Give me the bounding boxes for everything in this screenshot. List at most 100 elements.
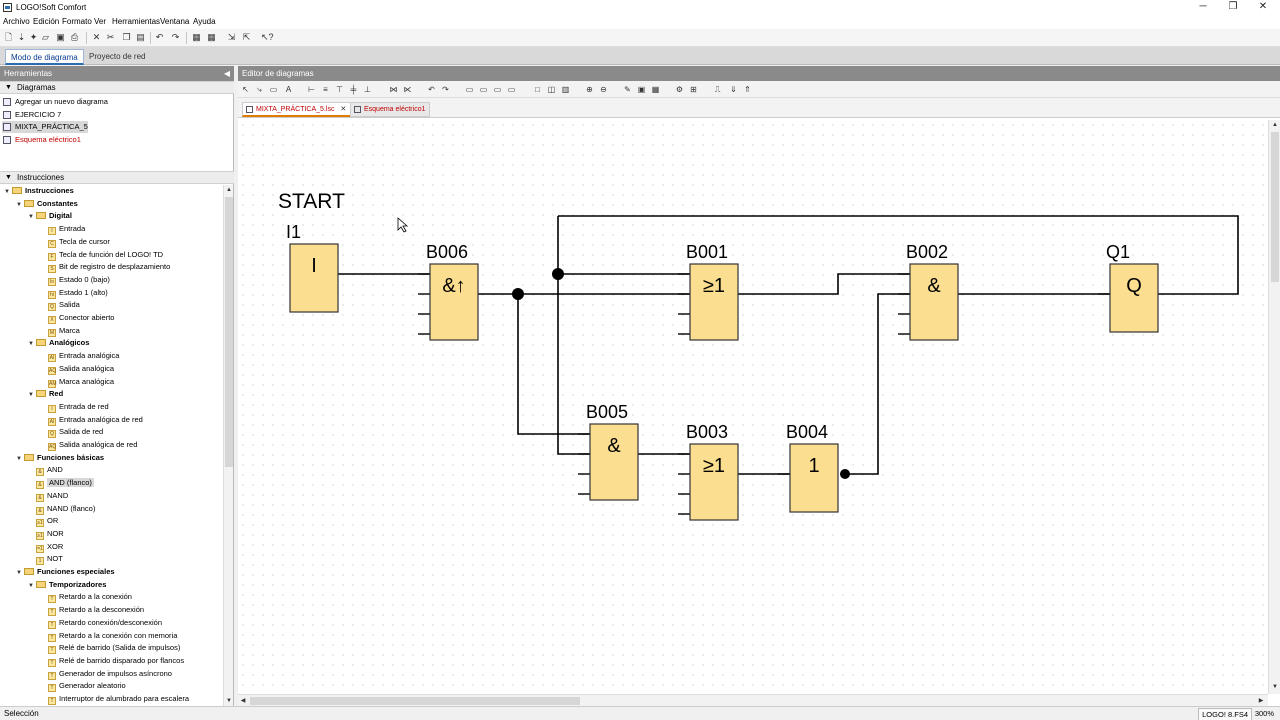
scroll-down-icon[interactable]: ▼ [1272,684,1278,690]
scroll-left-icon[interactable]: ◀ [240,698,246,704]
scroll-up-icon[interactable]: ▲ [226,187,232,193]
simulate-icon[interactable]: ⚙ [675,85,684,94]
tree-item[interactable]: &AND (flanco) [28,477,94,490]
tree-item[interactable]: &NAND (flanco) [28,503,95,516]
expand-toggle-icon[interactable]: ▼ [28,392,34,399]
transfer-from-logo-icon[interactable]: ⇱ [242,32,251,42]
undo-icon[interactable]: ↶ [428,85,435,94]
paste-icon[interactable]: ▤ [136,32,145,42]
new-file-icon[interactable]: 🗋 [4,32,13,42]
text-tool-icon[interactable]: A [285,85,292,94]
copy-icon[interactable]: ❐ [122,32,131,42]
align-bottom-icon[interactable]: ⊥ [364,85,371,94]
udf-icon[interactable]: ▭ [507,85,516,94]
menu-ver[interactable]: Ver [94,17,107,26]
scrollbar-thumb[interactable] [250,697,580,705]
tree-folder[interactable]: ▼Temporizadores [28,579,106,592]
tree-folder[interactable]: ▼Digital [28,210,72,223]
menu-herramientas[interactable]: Herramientas [112,17,161,26]
align-middle-icon[interactable]: ╪ [350,85,357,94]
fit-page-icon[interactable]: ▣ [637,85,646,94]
align-left-icon[interactable]: ⊢ [308,85,315,94]
menu-ayuda[interactable]: Ayuda [193,17,216,26]
columns-view-icon[interactable]: ▥ [561,85,570,94]
expand-toggle-icon[interactable]: ▼ [4,189,10,195]
open-folder-icon[interactable]: ▱ [42,32,49,42]
tree-folder[interactable]: ▼Constantes [16,198,78,211]
diagrams-section-header[interactable]: ▼ Diagramas [0,81,234,94]
scroll-up-icon[interactable]: ▲ [1272,122,1278,128]
co-constants-icon[interactable]: ▭ [465,85,474,94]
menu-formato[interactable]: Formato [62,17,92,26]
redo-icon[interactable]: ↷ [442,85,449,94]
redo-icon[interactable]: ↷ [171,32,180,42]
zoom-in-icon[interactable]: ⊕ [586,85,593,94]
undo-icon[interactable]: ↶ [155,32,164,42]
maximize-button[interactable]: ❐ [1228,1,1238,12]
expand-toggle-icon[interactable]: ▼ [16,570,22,576]
instructions-section-header[interactable]: ▼ Instrucciones [0,171,234,184]
tree-folder[interactable]: ▼Analógicos [28,337,89,350]
new-diagram-icon[interactable]: ✦ [29,32,38,42]
join-connection-icon[interactable]: ⋉ [403,85,412,94]
tab-network-project[interactable]: Proyecto de red [89,52,146,61]
constants-tool-icon[interactable]: ▭ [269,85,278,94]
sf-functions-icon[interactable]: ▭ [493,85,502,94]
tab-diagram-mode[interactable]: Modo de diagrama [5,49,84,65]
minimize-button[interactable]: ─ [1199,1,1207,12]
tree-folder[interactable]: ▼Instrucciones [4,185,74,198]
cut-icon[interactable]: ✂ [106,32,115,42]
tab-mixta-practica[interactable]: MIXTA_PRÁCTICA_5.lsc ✕ [242,102,352,117]
transfer-up-icon[interactable]: ⇑ [744,85,751,94]
diagram-list-item[interactable]: EJERCICIO 7 [2,109,61,121]
transfer-down-icon[interactable]: ⇓ [730,85,737,94]
align-center-icon[interactable]: ≡ [323,85,328,94]
menu-ventana[interactable]: Ventana [160,17,190,26]
menu-archivo[interactable]: Archivo [3,17,30,26]
expand-toggle-icon[interactable]: ▼ [28,214,34,221]
zoom-out-icon[interactable]: ⊖ [600,85,607,94]
split-view-icon[interactable]: ◫ [547,85,556,94]
print-icon[interactable]: ⎙ [70,32,79,42]
highlight-icon[interactable]: ✎ [624,85,631,94]
grid-icon[interactable]: ▦ [207,32,216,42]
canvas-vertical-scrollbar[interactable]: ▲ ▼ [1268,120,1280,694]
tree-item[interactable]: &NAND [28,490,68,503]
scrollbar-thumb[interactable] [225,197,233,467]
gf-functions-icon[interactable]: ▭ [479,85,488,94]
close-button[interactable]: ✕ [1258,1,1268,12]
diagram-list-item[interactable]: Esquema eléctrico1 [2,134,81,146]
menu-edicion[interactable]: Edición [33,17,60,26]
scrollbar-thumb[interactable] [1271,132,1279,282]
expand-toggle-icon[interactable]: ▼ [16,201,22,208]
instruction-tree-scrollbar[interactable]: ▲ ▼ [223,185,233,706]
scroll-right-icon[interactable]: ▶ [1258,698,1264,704]
transfer-to-logo-icon[interactable]: ⇲ [227,32,236,42]
tree-folder[interactable]: ▼Red [28,388,63,401]
